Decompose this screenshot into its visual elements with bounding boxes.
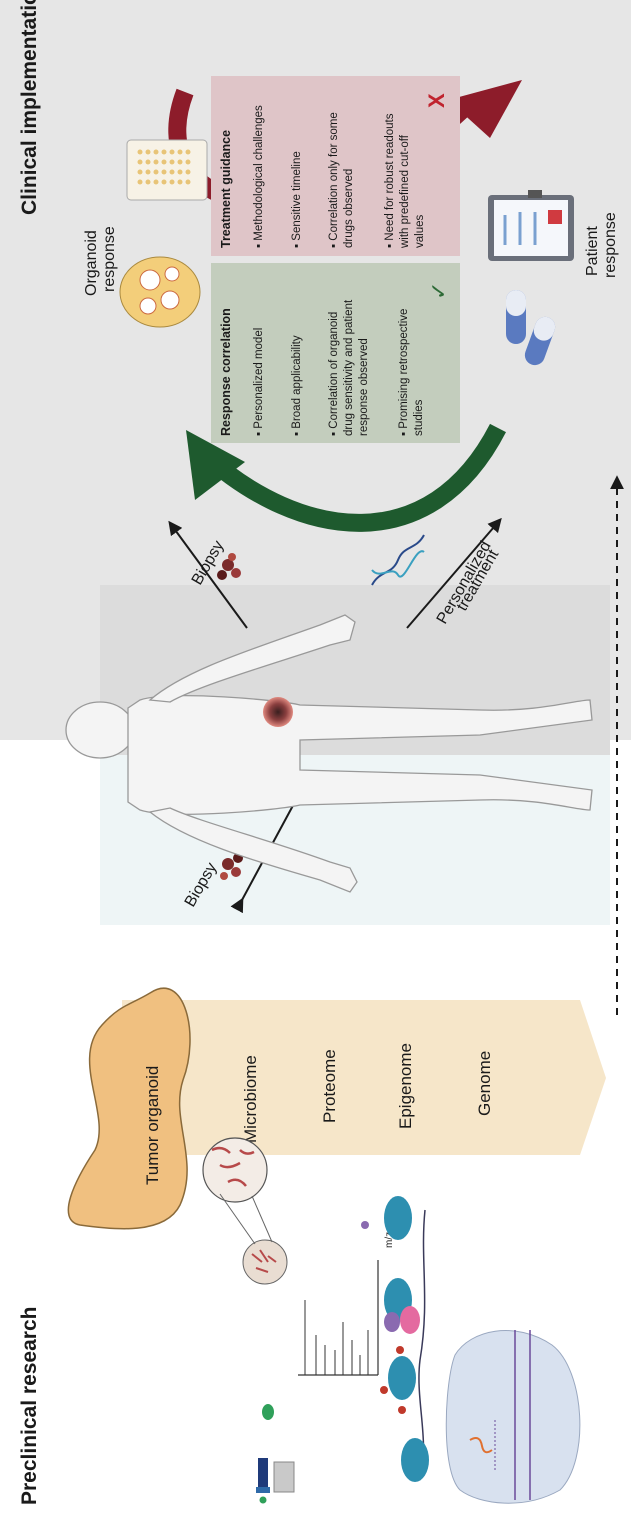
well-plate-icon bbox=[127, 140, 207, 200]
treatment-guidance-title: Treatment guidance bbox=[219, 130, 233, 248]
organoid-response-line1: Organoid bbox=[83, 230, 100, 296]
response-correlation-title: Response correlation bbox=[219, 308, 233, 436]
layer-label-epigenome: Epigenome bbox=[396, 1043, 415, 1129]
treatment-guidance-item-2-line-1: drugs observed bbox=[343, 169, 355, 248]
response-correlation-item-2-line-0: ▪ Correlation of organoid bbox=[328, 312, 340, 436]
genome-illustration bbox=[446, 1330, 580, 1503]
response-correlation-item-0-line-0: ▪ Personalized model bbox=[253, 328, 265, 436]
response-correlation-check-mark: ✓ bbox=[427, 282, 452, 300]
section-title-preclinical: Preclinical research bbox=[18, 1307, 41, 1505]
treatment-guidance-item-3-line-2: values bbox=[414, 215, 426, 248]
response-correlation-item-3-line-1: studies bbox=[413, 399, 425, 436]
response-correlation-item-1-line-0: ▪ Broad applicability bbox=[291, 335, 303, 436]
treatment-guidance-item-0-line-0: ▪ Methodological challenges bbox=[253, 105, 265, 248]
tumor-organoid-label: Tumor organoid bbox=[143, 1066, 162, 1185]
layer-label-proteome: Proteome bbox=[320, 1049, 339, 1123]
layer-label-genome: Genome bbox=[475, 1051, 494, 1116]
response-correlation-item-3-line-0: ▪ Promising retrospective bbox=[398, 309, 410, 436]
patient-response-line1: Patient bbox=[584, 226, 601, 276]
petri-dish-organoids-icon bbox=[120, 257, 200, 327]
treatment-guidance-item-3-line-0: ▪ Need for robust readouts bbox=[384, 113, 396, 248]
response-correlation-item-2-line-1: drug sensitivity and patient bbox=[343, 299, 355, 436]
treatment-guidance-item-1-line-0: ▪ Sensitive timeline bbox=[291, 151, 303, 248]
layer-label-microbiome: Microbiome bbox=[241, 1055, 260, 1143]
treatment-guidance-x-mark: X bbox=[424, 93, 449, 108]
treatment-guidance-item-2-line-0: ▪ Correlation only for some bbox=[328, 112, 340, 248]
patient-response-line2: response bbox=[602, 212, 619, 278]
tumor-site bbox=[263, 697, 293, 727]
organoid-response-line2: response bbox=[101, 226, 118, 292]
section-title-clinical: Clinical implementation bbox=[18, 0, 41, 215]
omics-layer-band bbox=[122, 1000, 606, 1155]
clipboard-icon bbox=[488, 190, 574, 261]
treatment-guidance-item-3-line-1: with predefined cut-off bbox=[399, 134, 411, 249]
response-correlation-item-2-line-2: response observed bbox=[358, 338, 370, 436]
